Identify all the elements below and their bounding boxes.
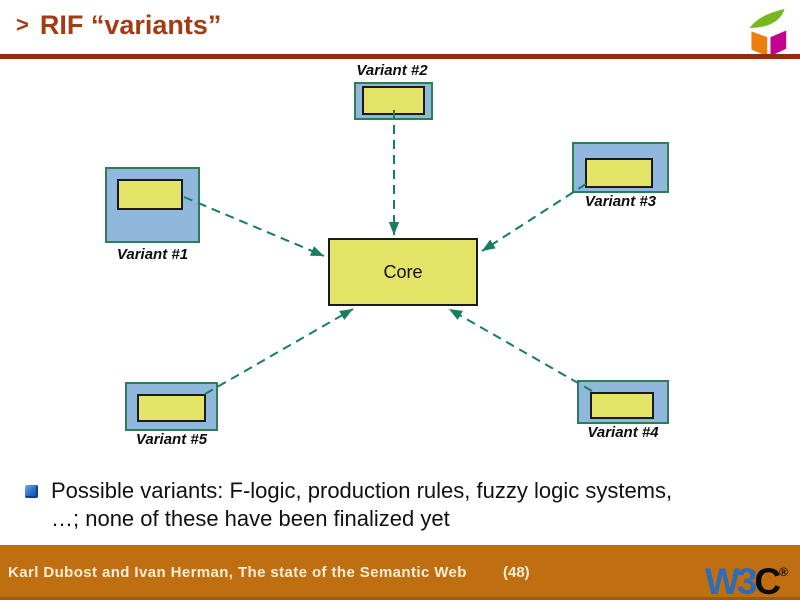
- variant2-core-subbox: [362, 86, 425, 115]
- footer-page-number: (48): [503, 564, 530, 581]
- core-box: Core: [328, 238, 478, 306]
- title-divider: [0, 54, 800, 59]
- variant1-label: Variant #1: [116, 246, 189, 263]
- variant5-box: [125, 382, 218, 431]
- variant3-label: Variant #3: [584, 193, 657, 210]
- cube-magenta-face: [770, 30, 787, 57]
- bullet-item: Possible variants: F-logic, production r…: [25, 477, 725, 533]
- variant1-core-subbox: [117, 179, 183, 210]
- diagram-arrows: [183, 110, 593, 395]
- variant1-box: [105, 167, 200, 243]
- variant2-label: Variant #2: [356, 62, 428, 79]
- w3c-logo-w3: W3: [704, 561, 757, 600]
- w3c-logo: W3C®: [705, 551, 788, 600]
- cube-orange-face: [751, 31, 768, 57]
- registered-mark-icon: ®: [779, 565, 788, 579]
- arrow-variant3-to-core: [481, 183, 587, 252]
- bullet-text: Possible variants: F-logic, production r…: [51, 478, 673, 531]
- w3c-logo-c: C: [754, 561, 781, 600]
- cube-green-leaf: [749, 9, 785, 29]
- arrow-variant1-to-core: [183, 196, 325, 257]
- sweo-cube-icon: [749, 9, 787, 57]
- rif-variants-diagram: Variant #1 Variant #2 Variant #3 Variant…: [105, 62, 669, 448]
- title-text: RIF “variants”: [39, 10, 222, 40]
- arrow-variant4-to-core: [448, 308, 593, 392]
- variant5-label: Variant #5: [135, 431, 208, 448]
- arrow-variant5-to-core: [204, 308, 354, 395]
- core-label: Core: [383, 261, 423, 282]
- variant4-box: [577, 380, 669, 424]
- variant3-box: [572, 142, 669, 193]
- variant4-core-subbox: [590, 392, 654, 419]
- variant3-core-subbox: [585, 158, 653, 188]
- footer-credit: Karl Dubost and Ivan Herman, The state o…: [8, 564, 467, 581]
- variant5-core-subbox: [137, 394, 206, 422]
- page-title: > RIF “variants”: [16, 10, 221, 41]
- footer-bar: Karl Dubost and Ivan Herman, The state o…: [0, 545, 800, 600]
- bullet-icon: [25, 485, 38, 498]
- title-bullet-marker: >: [16, 12, 29, 37]
- variant4-label: Variant #4: [587, 424, 659, 441]
